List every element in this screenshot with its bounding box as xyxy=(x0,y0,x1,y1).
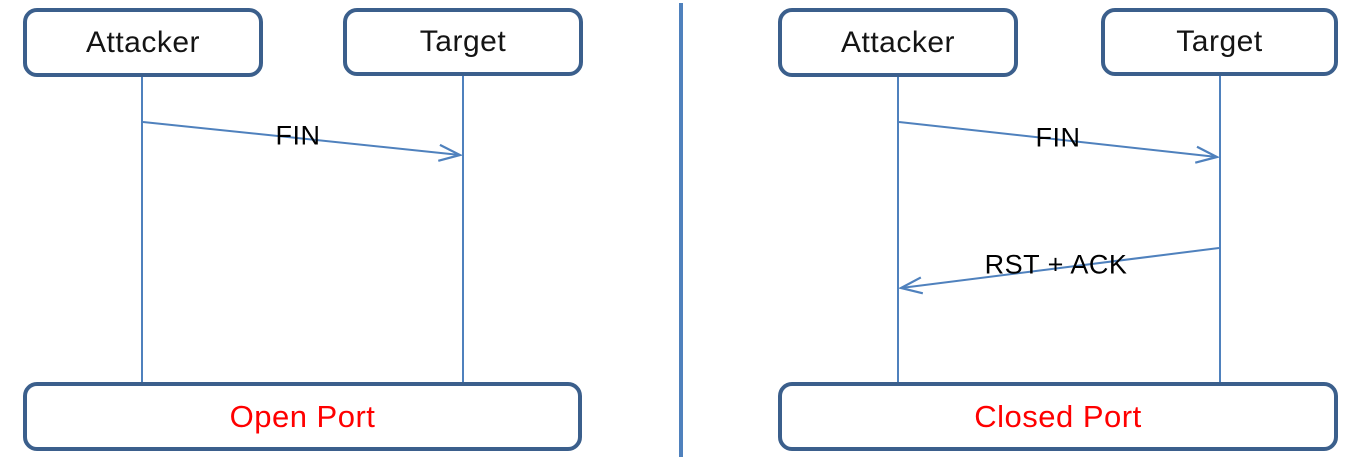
actor-box-attacker-left: Attacker xyxy=(23,8,263,77)
actor-label-target-left: Target xyxy=(419,25,507,58)
actor-label-attacker-left: Attacker xyxy=(85,25,201,59)
result-box-open-port: Open Port xyxy=(23,382,582,451)
result-label-closed-port: Closed Port xyxy=(974,398,1142,434)
actor-box-target-left: Target xyxy=(343,8,583,76)
message-label-fin-right: FIN xyxy=(1035,122,1081,153)
result-label-open-port: Open Port xyxy=(229,398,376,434)
result-box-closed-port: Closed Port xyxy=(778,382,1338,451)
message-label-fin-left: FIN xyxy=(275,120,321,151)
actor-box-target-right: Target xyxy=(1101,8,1338,76)
message-label-rst-ack-right: RST + ACK xyxy=(984,249,1128,280)
actor-label-target-right: Target xyxy=(1176,25,1263,58)
actor-box-attacker-right: Attacker xyxy=(778,8,1018,77)
actor-label-attacker-right: Attacker xyxy=(840,25,956,59)
